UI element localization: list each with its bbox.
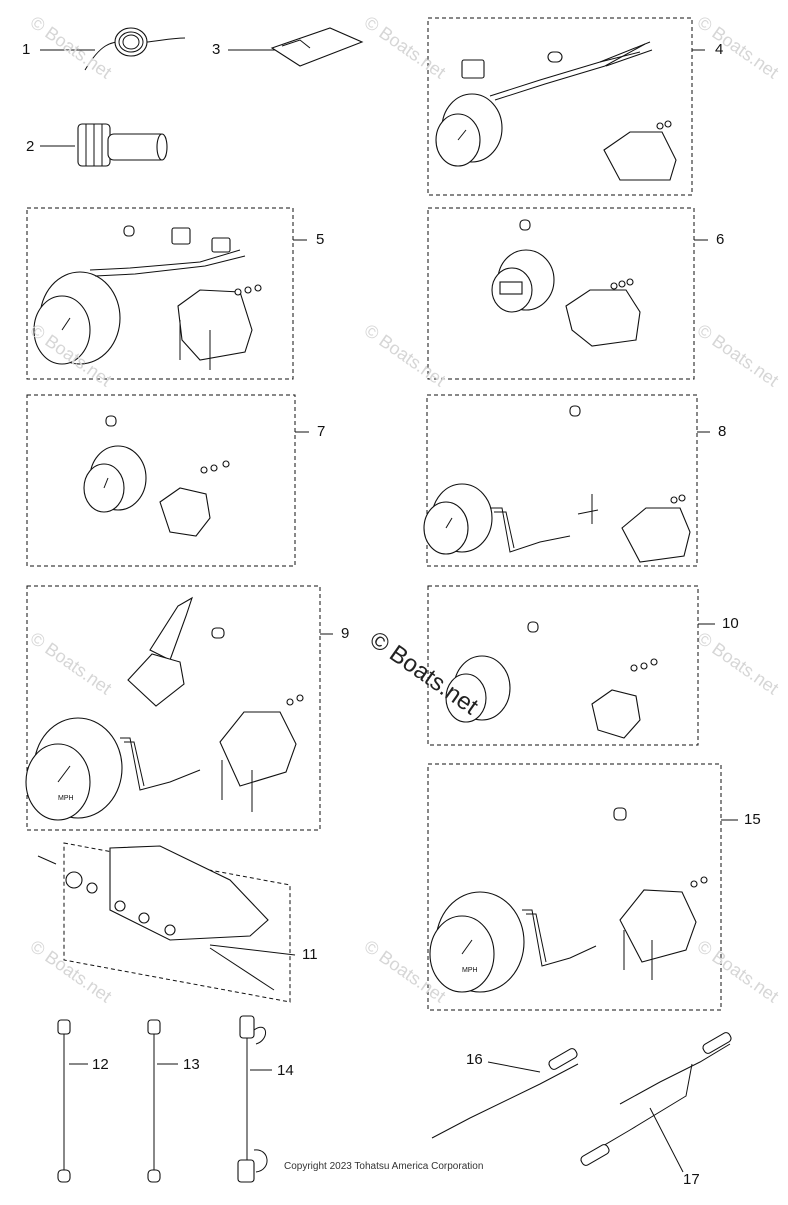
group-box-5 xyxy=(26,207,294,380)
callout-12: 12 xyxy=(92,1056,109,1073)
callout-9: 9 xyxy=(341,625,350,642)
callout-10: 10 xyxy=(722,615,739,632)
group-box-4 xyxy=(427,17,693,196)
callout-13: 13 xyxy=(183,1056,200,1073)
part-2-hose-fitting xyxy=(77,123,168,167)
callout-14: 14 xyxy=(277,1062,294,1079)
part-1-coiled-wire xyxy=(84,27,186,71)
group-box-6 xyxy=(427,207,695,380)
part-16-cable xyxy=(431,1048,579,1139)
part-15-gauge xyxy=(429,807,708,993)
part-10-gauge xyxy=(445,621,658,739)
group-box-11 xyxy=(63,842,291,1003)
group-box-7 xyxy=(26,394,296,567)
part-4-gauge xyxy=(435,41,677,181)
callout-5: 5 xyxy=(316,231,325,248)
copyright-text: Copyright 2023 Tohatsu America Corporati… xyxy=(284,1161,484,1172)
part-11-bracket xyxy=(37,845,275,991)
part-5-gauge xyxy=(33,225,262,370)
group-box-9 xyxy=(26,585,321,831)
callout-4: 4 xyxy=(715,41,724,58)
callout-1: 1 xyxy=(22,41,31,58)
part-14-lamp-cord xyxy=(237,1015,268,1183)
callout-6: 6 xyxy=(716,231,725,248)
part-7-gauge xyxy=(83,415,230,537)
part-9-gauge xyxy=(25,596,304,821)
callout-11: 11 xyxy=(302,946,318,963)
callout-3: 3 xyxy=(212,41,221,58)
part-3-pouch xyxy=(270,27,364,67)
part-17-cable xyxy=(580,1032,732,1166)
callout-17: 17 xyxy=(683,1171,700,1188)
group-box-8 xyxy=(426,394,698,567)
callout-15: 15 xyxy=(744,811,761,828)
group-box-15 xyxy=(427,763,722,1011)
part-6-gauge xyxy=(491,219,641,347)
callout-2: 2 xyxy=(26,138,35,155)
gauge-mph-text-15: MPH xyxy=(462,967,478,974)
callout-7: 7 xyxy=(317,423,326,440)
callout-16: 16 xyxy=(466,1051,483,1068)
leader-lines xyxy=(40,49,738,1173)
part-12-lamp-cord xyxy=(57,1019,71,1183)
part-13-lamp-cord xyxy=(147,1019,161,1183)
part-8-gauge xyxy=(423,405,691,563)
callout-8: 8 xyxy=(718,423,727,440)
group-box-10 xyxy=(427,585,699,746)
gauge-mph-text-9: MPH xyxy=(58,795,74,802)
